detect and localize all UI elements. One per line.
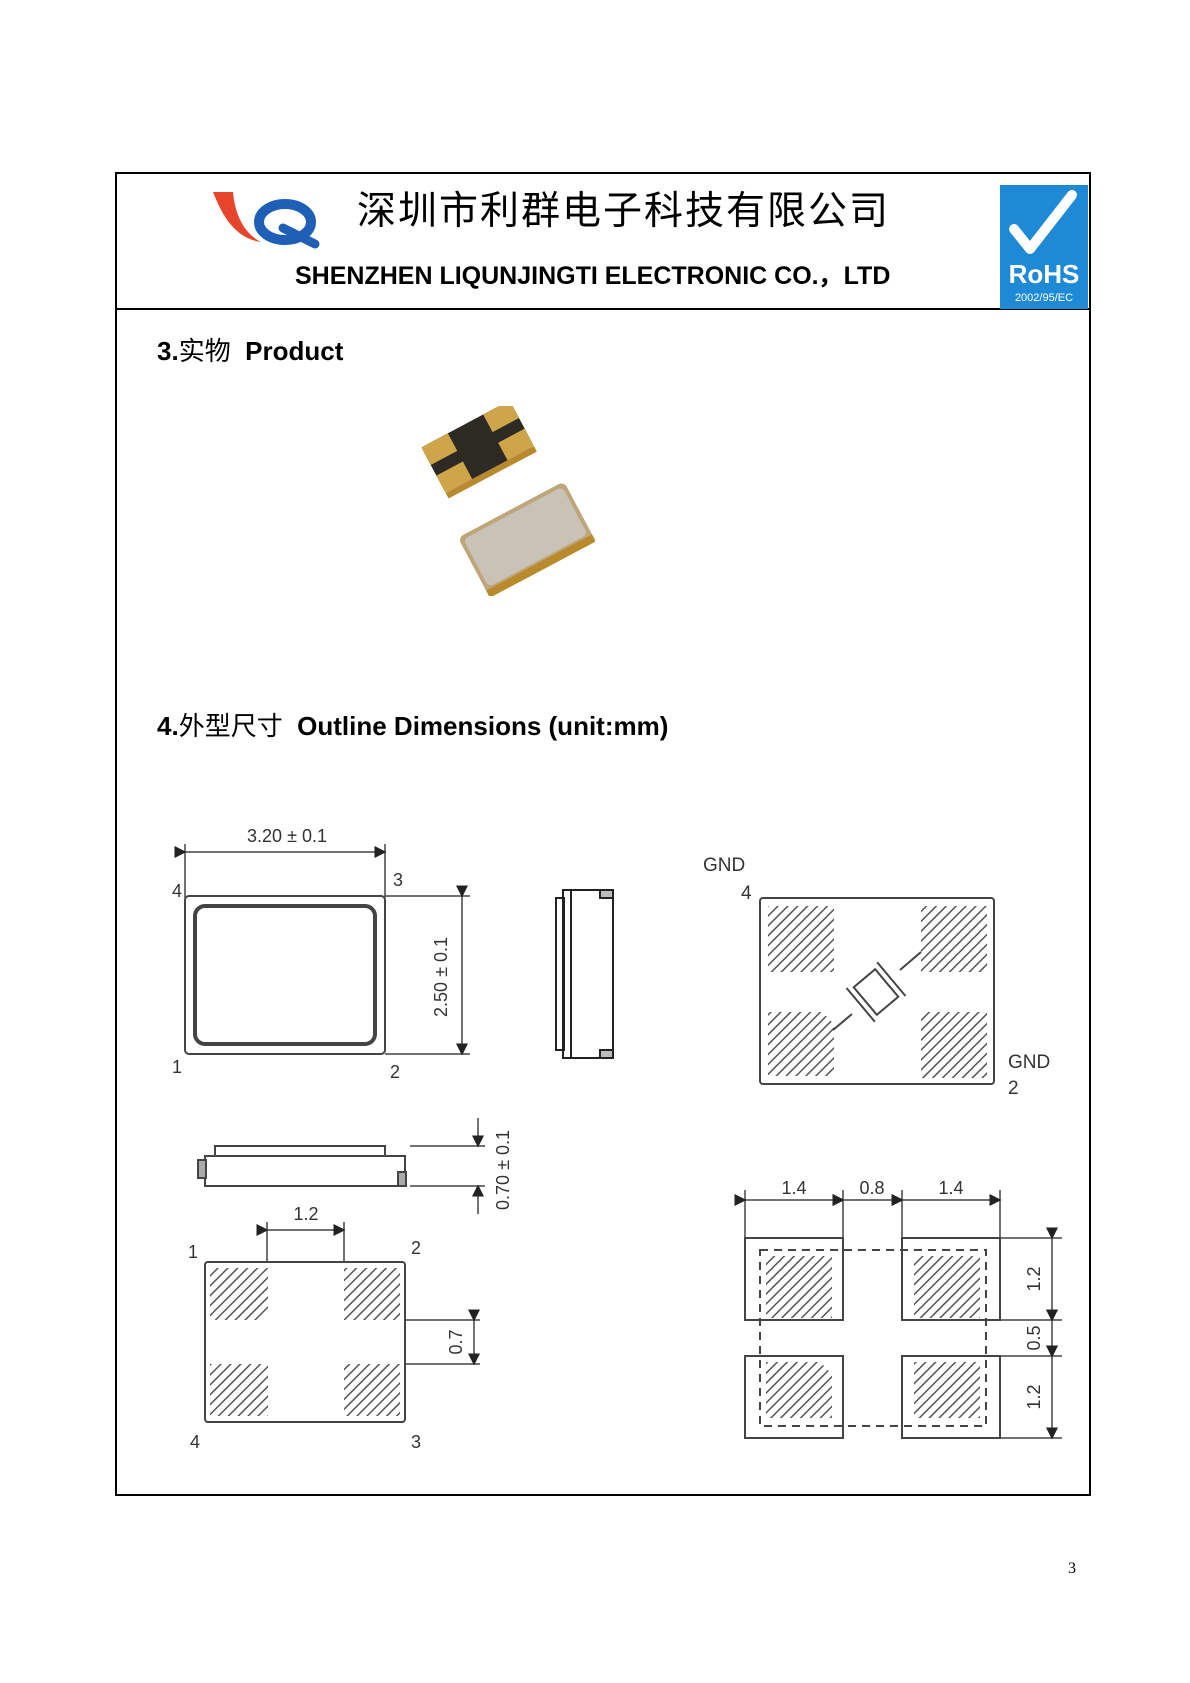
pin-label: 2	[390, 1062, 400, 1082]
land-height-dimension: 1.2	[1024, 1384, 1044, 1409]
section-3-title: 3.实物 Product	[157, 331, 343, 368]
gnd-label: GND	[1008, 1052, 1050, 1073]
end-view	[555, 889, 614, 1059]
gnd-label: GND	[703, 855, 745, 876]
section-4-number: 4.	[157, 711, 179, 741]
pin-label: 3	[411, 1432, 421, 1452]
section-4-title-en: Outline Dimensions (unit:mm)	[297, 711, 669, 741]
top-view	[174, 844, 470, 1056]
letterhead: 深圳市利群电子科技有限公司 SHENZHEN LIQUNJINGTI ELECT…	[117, 174, 1089, 310]
rohs-directive: 2002/95/EC	[1015, 292, 1073, 304]
pin-label: 2	[1008, 1078, 1019, 1099]
product-photo	[421, 406, 595, 596]
section-3-number: 3.	[157, 336, 179, 366]
side-view	[197, 1118, 485, 1214]
land-width-dimension: 1.4	[938, 1178, 963, 1198]
pin-label: 1	[172, 1057, 182, 1077]
thickness-dimension: 0.70 ± 0.1	[493, 1130, 513, 1210]
checkmark-icon	[1009, 190, 1077, 254]
rohs-badge: RoHS 2002/95/EC	[1000, 185, 1088, 309]
company-name-cn: 深圳市利群电子科技有限公司	[357, 189, 891, 234]
pad-spacing-dimension: 1.2	[293, 1204, 318, 1224]
document-frame: 深圳市利群电子科技有限公司 SHENZHEN LIQUNJINGTI ELECT…	[115, 172, 1091, 1496]
land-height-dimension: 1.2	[1024, 1266, 1044, 1291]
land-width-dimension: 1.4	[781, 1178, 806, 1198]
page-number: 3	[1068, 1560, 1076, 1577]
section-4-title: 4.外型尺寸 Outline Dimensions (unit:mm)	[157, 706, 668, 743]
width-dimension: 3.20 ± 0.1	[247, 826, 327, 846]
pin-label: 4	[190, 1432, 200, 1452]
land-gap-dimension: 0.8	[859, 1178, 884, 1198]
height-dimension: 2.50 ± 0.1	[431, 937, 451, 1017]
pad-gap-dimension: 0.7	[446, 1329, 466, 1354]
land-pattern	[734, 1190, 1062, 1440]
internal-view	[759, 897, 995, 1085]
bottom-view	[204, 1222, 480, 1423]
pin-label: 1	[188, 1242, 198, 1262]
section-3-title-en: Product	[245, 336, 344, 366]
company-name-en: SHENZHEN LIQUNJINGTI ELECTRONIC CO.，LTD	[295, 262, 891, 290]
pin-label: 3	[393, 870, 403, 890]
section-3-title-cn: 实物	[178, 337, 231, 367]
company-logo-icon	[213, 192, 320, 249]
pin-label: 4	[172, 881, 182, 901]
pin-label: 4	[741, 883, 752, 904]
section-4-title-cn: 外型尺寸	[178, 712, 283, 742]
pin-label: 2	[411, 1238, 421, 1258]
land-gap-dimension: 0.5	[1024, 1325, 1044, 1350]
rohs-label: RoHS	[1009, 259, 1080, 289]
